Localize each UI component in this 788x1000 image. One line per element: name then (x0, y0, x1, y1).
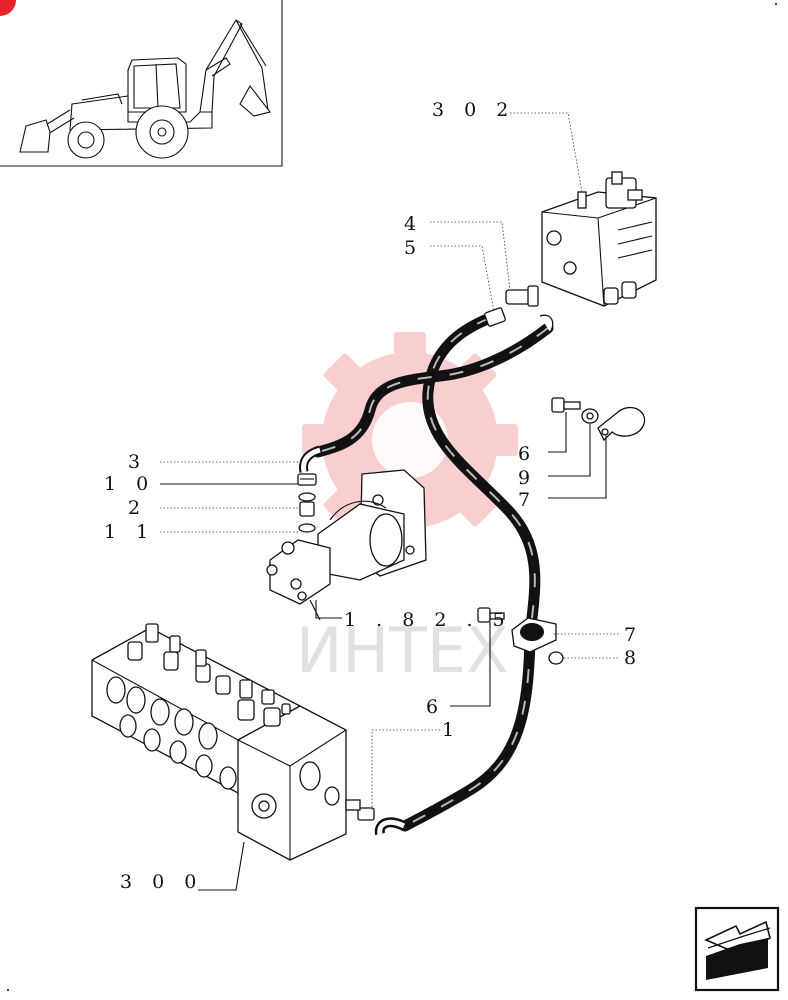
nut-8[interactable] (548, 651, 564, 665)
callout-302: 3 0 2 (432, 99, 515, 121)
callout-8: 8 (624, 647, 643, 669)
elbow-fitting-3[interactable] (299, 445, 322, 473)
thumbnail-frame[interactable] (0, 0, 283, 167)
next-page-arrow-icon[interactable] (694, 906, 780, 992)
valve-302[interactable] (541, 171, 657, 307)
callout-7-upper: 7 (518, 489, 537, 511)
leader-lines (160, 112, 620, 891)
backhoe-loader-icon (19, 19, 271, 159)
callout-11: 1 1 (104, 521, 155, 543)
callout-labels: 3 0 2 4 5 6 9 7 3 1 0 2 1 1 1 . 8 2 . 5 … (104, 99, 643, 893)
bolt-6-upper[interactable] (551, 397, 581, 413)
hose-assembly[interactable] (312, 312, 554, 832)
callout-1: 1 (442, 719, 461, 741)
callout-7-lower: 7 (624, 624, 643, 646)
callout-6-lower: 6 (426, 696, 445, 718)
callout-4: 4 (404, 213, 423, 235)
callout-10: 1 0 (104, 473, 155, 495)
fitting-1[interactable] (357, 807, 407, 835)
watermark-text: ИНТЕХ (296, 614, 509, 687)
washer-10[interactable] (297, 473, 317, 486)
callout-2: 2 (128, 497, 147, 519)
washer-11[interactable] (298, 523, 316, 533)
cylinder-1-82-5[interactable] (266, 469, 427, 621)
corner-mark (775, 3, 777, 5)
callout-5: 5 (404, 237, 423, 259)
callout-9: 9 (518, 467, 537, 489)
washer-9[interactable] (581, 408, 599, 424)
callout-300: 3 0 0 (120, 871, 203, 893)
callout-3: 3 (128, 451, 147, 473)
corner-mark (7, 989, 9, 991)
control-valve-300[interactable] (91, 623, 361, 861)
callout-6-upper: 6 (518, 443, 537, 465)
clamp-7-lower[interactable] (511, 617, 557, 653)
hose-fitting-top[interactable] (484, 285, 554, 333)
bolt-6-lower[interactable] (477, 607, 505, 623)
clamp-7-upper[interactable] (597, 407, 646, 442)
callout-1-82-5: 1 . 8 2 . 5 (344, 609, 512, 631)
badge-icon (0, 0, 16, 16)
adapter-2[interactable] (298, 492, 316, 517)
